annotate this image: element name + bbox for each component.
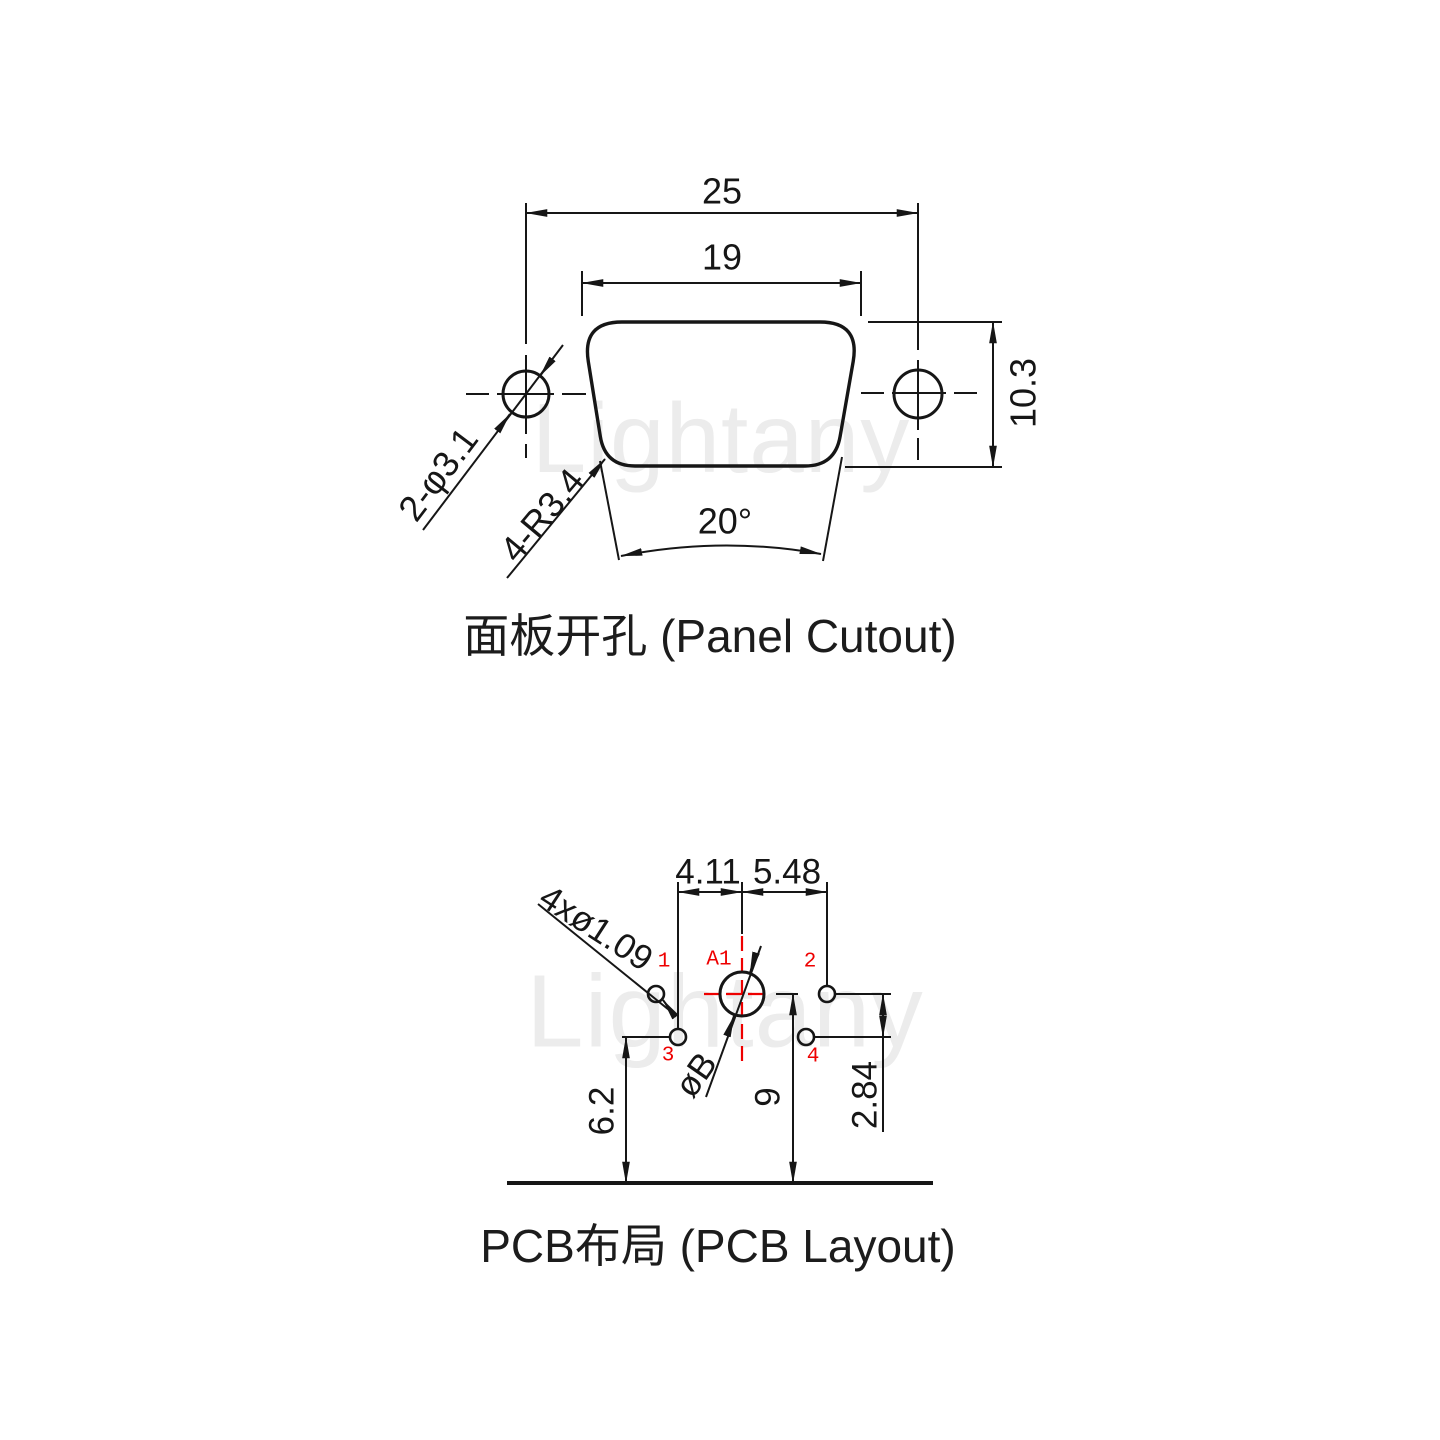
- dim-overall-width-label: 25: [702, 171, 742, 212]
- mount-hole-diameter-label: 2-φ3.1: [390, 420, 486, 529]
- pin-hole-4: [796, 1027, 816, 1047]
- pin-holes-leader-line: [537, 903, 675, 1015]
- dim-center-height-label: 9: [749, 1087, 788, 1106]
- dim-left-pitch-label: 4.11: [675, 853, 741, 892]
- angle-extension-line: [599, 460, 620, 561]
- pin-label-4: 4: [807, 1046, 820, 1069]
- dim-height-label: 10.3: [1003, 358, 1044, 428]
- leader-arrow: [749, 951, 760, 974]
- dim-opening-width-label: 19: [702, 237, 742, 278]
- pin-hole-2: [817, 984, 837, 1004]
- watermark-top: Lightany: [532, 383, 911, 493]
- mount-hole-right-centerlines: [861, 203, 977, 460]
- panel-cutout-title: 面板开孔 (Panel Cutout): [463, 610, 956, 662]
- angle-extension-line: [822, 456, 843, 562]
- dim-row-offset-label: 2.84: [846, 1061, 885, 1129]
- pin-label-1: 1: [658, 951, 671, 974]
- pin-hole-3: [668, 1027, 688, 1047]
- a1-hole: [718, 970, 766, 1018]
- dim-left-height-label: 6.2: [583, 1087, 622, 1136]
- dim-right-pitch-label: 5.48: [753, 853, 821, 892]
- pin-label-3: 3: [662, 1045, 675, 1068]
- pcb-layout-title: PCB布局 (PCB Layout): [480, 1220, 955, 1272]
- angle-arc: [620, 544, 822, 557]
- pin-label-a1: A1: [706, 949, 731, 972]
- corner-radius-leader-line: [506, 458, 606, 579]
- leader-arrow: [723, 1015, 735, 1038]
- pin-label-2: 2: [804, 951, 817, 974]
- angle-label: 20°: [698, 501, 752, 542]
- leader-arrow: [494, 413, 511, 434]
- leader-arrow: [662, 999, 679, 1020]
- watermark-bottom: Lightany: [526, 954, 923, 1069]
- panel-opening-outline: [585, 320, 856, 468]
- leader-arrow: [539, 356, 556, 377]
